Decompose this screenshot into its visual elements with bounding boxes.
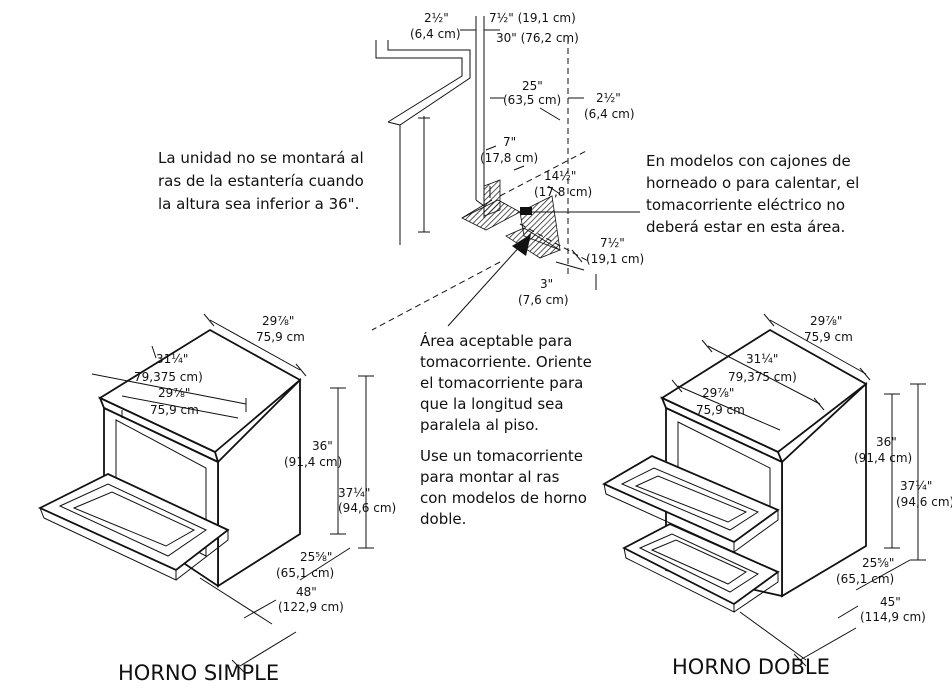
single-width-2: 31¼" xyxy=(156,352,188,366)
dim-2-5in-right: 2½" xyxy=(596,91,621,105)
double-oven-title: HORNO DOBLE xyxy=(672,655,830,679)
single-depth-1: 25⅝" xyxy=(300,550,332,564)
note-center2-line-3: con modelos de horno xyxy=(420,489,587,507)
double-depth-2: 45" xyxy=(880,595,901,609)
note-right-line-1: En modelos con cajones de xyxy=(646,152,851,170)
note-left-line-1: La unidad no se montará al xyxy=(158,149,364,167)
double-depth-1-cm: (65,1 cm) xyxy=(836,572,894,586)
double-width-3-cm: 75,9 cm xyxy=(696,403,745,417)
note-center-line-1: Área aceptable para xyxy=(420,331,572,350)
single-height-1: 36" xyxy=(312,439,333,453)
single-width-1: 29⅞" xyxy=(262,314,294,328)
note-center-line-2: tomacorriente. Oriente xyxy=(420,353,592,371)
double-oven-diagram: 29⅞" 75,9 cm 31¼" 79,375 cm) 29⅞" 75,9 c… xyxy=(602,313,952,679)
dim-2-5in: 2½" xyxy=(424,11,449,25)
single-oven-diagram: 29⅞" 75,9 cm 31¼" 79,375 cm) 29⅞" 75,9 c… xyxy=(37,313,396,685)
dim-2-5in-cm: (6,4 cm) xyxy=(410,27,461,41)
note-center2-line-2: para montar al ras xyxy=(420,468,560,486)
dim-7in: 7" xyxy=(503,135,516,149)
single-height-2-cm: (94,6 cm) xyxy=(338,501,396,515)
double-height-1-cm: (91,4 cm) xyxy=(854,451,912,465)
dim-25in-cm: (63,5 cm) xyxy=(503,93,561,107)
double-width-2: 31¼" xyxy=(746,352,778,366)
double-height-2: 37¼" xyxy=(900,479,932,493)
dim-2-5in-right-cm: (6,4 cm) xyxy=(584,107,635,121)
double-width-2-cm: 79,375 cm) xyxy=(728,370,797,384)
single-width-1-cm: 75,9 cm xyxy=(256,330,305,344)
single-width-2-cm: 79,375 cm) xyxy=(134,370,203,384)
dim-7-5in-bottom: 7½" xyxy=(600,236,625,250)
note-acceptable-area: Área aceptable para tomacorriente. Orien… xyxy=(420,331,597,434)
double-width-3: 29⅞" xyxy=(702,386,734,400)
dim-14-5in: 14½" xyxy=(544,169,576,183)
dim-30in: 30" (76,2 cm) xyxy=(496,31,579,45)
dim-3in: 3" xyxy=(540,277,553,291)
single-height-2: 37¼" xyxy=(338,486,370,500)
double-height-2-cm: (94,6 cm) xyxy=(896,495,952,509)
note-flush-mount: La unidad no se montará al ras de la est… xyxy=(158,149,369,213)
note-right-line-3: tomacorriente eléctrico no xyxy=(646,196,845,214)
note-center-line-3: el tomacorriente para xyxy=(420,374,583,392)
single-depth-2-cm: (122,9 cm) xyxy=(278,600,344,614)
dim-7-5in: 7½" (19,1 cm) xyxy=(489,11,576,25)
single-width-3: 29⅞" xyxy=(158,386,190,400)
note-center2-line-1: Use un tomacorriente xyxy=(420,447,583,465)
note-center-line-5: paralela al piso. xyxy=(420,416,539,434)
note-left-line-2: ras de la estantería cuando xyxy=(158,172,364,190)
note-right-line-2: horneado o para calentar, el xyxy=(646,174,859,192)
note-left-line-3: la altura sea inferior a 36". xyxy=(158,195,359,213)
note-right-line-4: deberá estar en esta área. xyxy=(646,218,845,236)
dim-3in-cm: (7,6 cm) xyxy=(518,293,569,307)
single-oven-title: HORNO SIMPLE xyxy=(118,661,279,685)
dim-25in: 25" xyxy=(522,79,543,93)
note-center-line-4: que la longitud sea xyxy=(420,395,564,413)
double-depth-1: 25⅝" xyxy=(862,556,894,570)
double-width-1-cm: 75,9 cm xyxy=(804,330,853,344)
single-depth-2: 48" xyxy=(296,585,317,599)
single-width-3-cm: 75,9 cm xyxy=(150,403,199,417)
dim-14-5in-cm: (17,8 cm) xyxy=(534,185,592,199)
note-flush-outlet: Use un tomacorriente para montar al ras … xyxy=(420,447,592,528)
single-depth-1-cm: (65,1 cm) xyxy=(276,566,334,580)
single-height-1-cm: (91,4 cm) xyxy=(284,455,342,469)
note-center2-line-4: doble. xyxy=(420,510,466,528)
double-height-1: 36" xyxy=(876,435,897,449)
double-depth-2-cm: (114,9 cm) xyxy=(860,610,926,624)
note-outlet-restriction: En modelos con cajones de horneado o par… xyxy=(646,152,864,236)
double-width-1: 29⅞" xyxy=(810,314,842,328)
dim-7in-cm: (17,8 cm) xyxy=(480,151,538,165)
dim-7-5in-bottom-cm: (19,1 cm) xyxy=(586,252,644,266)
installation-detail: 2½" (6,4 cm) 7½" (19,1 cm) 30" (76,2 cm)… xyxy=(158,11,864,528)
